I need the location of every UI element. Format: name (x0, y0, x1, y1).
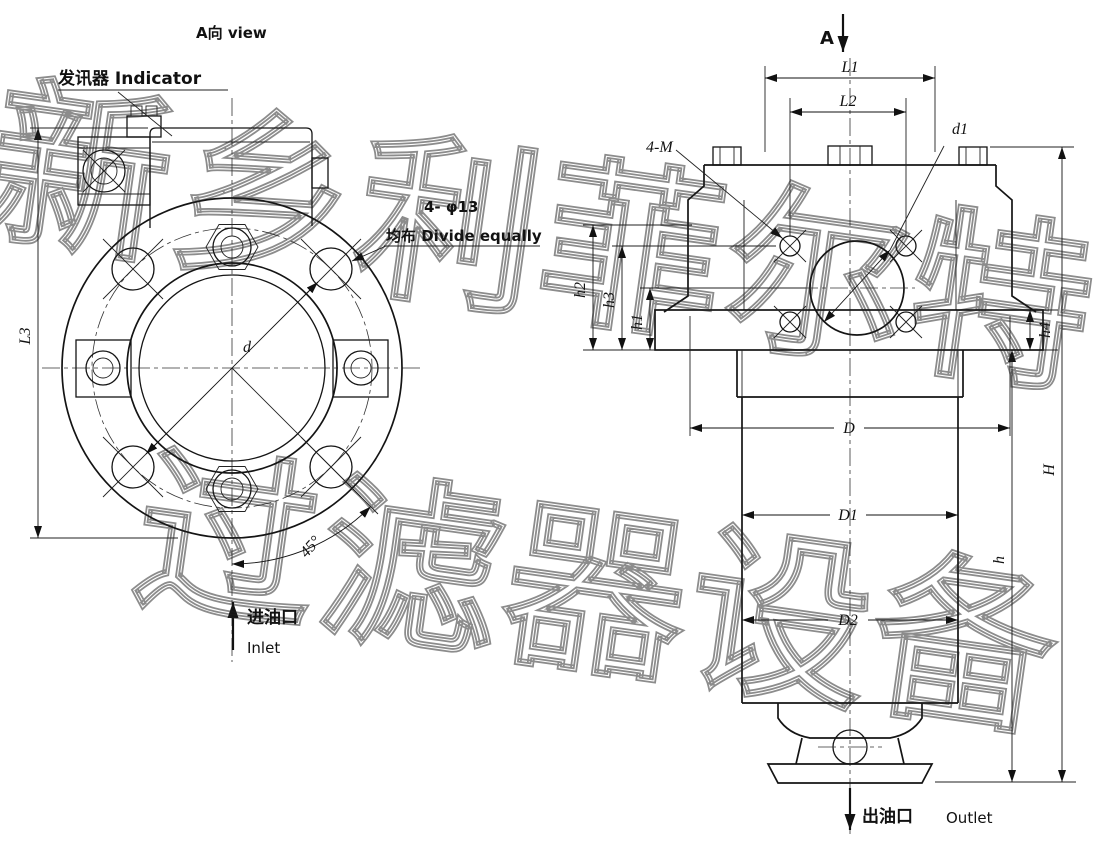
head-top (663, 145, 1037, 313)
watermark-line2: 过滤器设备 (122, 425, 1072, 764)
dim-label-H: H (1041, 463, 1058, 477)
dim-label-D: D (842, 420, 855, 437)
dim-line-d1 (823, 249, 891, 323)
dim-label-l1: L1 (841, 59, 859, 76)
tapped-holes-label: 4-M (646, 139, 674, 156)
dim-label-D2: D2 (837, 612, 858, 629)
holes-note-line2: 均布 Divide equally (386, 227, 542, 245)
outlet-label-en: Outlet (946, 809, 993, 827)
dim-label-l2: L2 (839, 93, 857, 110)
dim-label-d1: d1 (952, 121, 968, 138)
right-view: A (572, 14, 1076, 838)
dim-ext-l2 (789, 98, 907, 236)
inlet-label-en: Inlet (247, 639, 280, 657)
head-housing (149, 127, 329, 228)
dim-label-h: h (991, 556, 1008, 564)
angle-ray (231, 367, 379, 515)
cardinal-bolts (75, 224, 389, 512)
dim-label-h4: h4 (1037, 322, 1054, 338)
tapped-holes-leader (675, 149, 783, 239)
dim-label-l3: L3 (17, 328, 34, 346)
inner-circle (126, 262, 338, 474)
holes-leader-line (351, 245, 387, 262)
dim-label-d: d (243, 339, 252, 356)
dim-ext-h4 (1043, 309, 1058, 351)
filter-bowl (736, 350, 964, 784)
dim-label-h3: h3 (601, 292, 618, 308)
d1-leader (889, 145, 945, 251)
dim-label-h2: h2 (572, 282, 589, 298)
inlet-label-cn: 进油口 (247, 607, 298, 628)
indicator-assembly (77, 105, 162, 206)
indicator-leader-line (58, 89, 228, 137)
face-bolt-holes (773, 229, 923, 339)
dim-label-D1: D1 (837, 507, 858, 524)
left-view: A向 view 发讯器 Indicator L3 d 45° 4- φ13 均布… (17, 24, 542, 662)
angle-arc (231, 506, 371, 568)
dim-ext-h-group (583, 224, 806, 351)
dim-label-h1: h1 (629, 314, 646, 330)
outlet-label-cn: 出油口 (862, 806, 913, 827)
indicator-label: 发讯器 Indicator (57, 68, 202, 89)
dim-ext-l3 (30, 127, 178, 539)
section-label: A (820, 28, 834, 49)
view-label: A向 view (196, 24, 267, 42)
holes-note-line1: 4- φ13 (424, 198, 479, 216)
bore-circle (138, 274, 326, 462)
